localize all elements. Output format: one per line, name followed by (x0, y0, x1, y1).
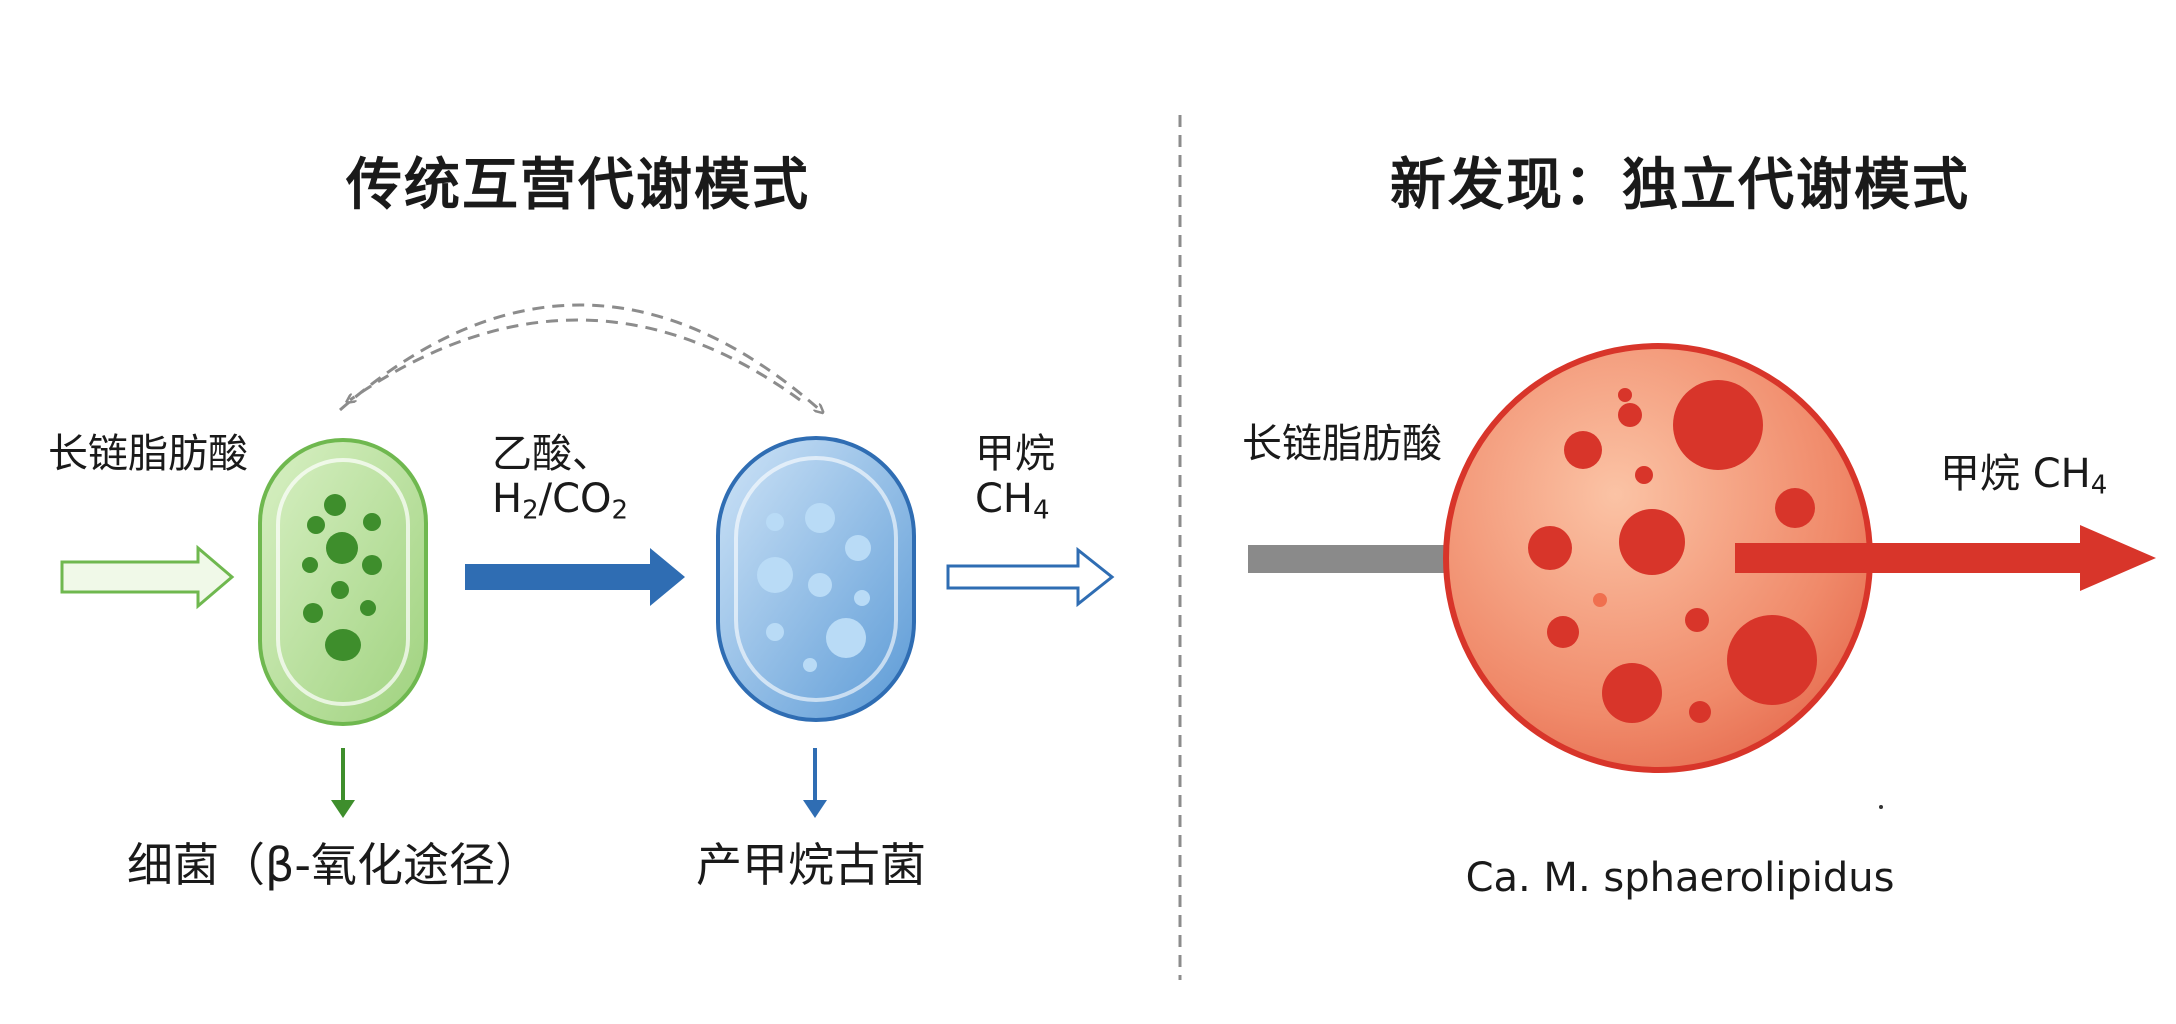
output-line1: 甲烷 (975, 431, 1055, 477)
intermediate-line1: 乙酸、 (492, 431, 612, 477)
speck (1879, 805, 1883, 809)
archaea-label: 产甲烷古菌 (696, 838, 926, 892)
intermediate-line2: H2/CO2 (492, 475, 629, 526)
bacteria-down-arrow (331, 748, 355, 818)
archaea-cell (716, 436, 916, 722)
right-output-label: 甲烷 CH4 (1940, 451, 2108, 501)
organism-label: Ca. M. sphaerolipidus (1465, 855, 1895, 901)
fatty-acid-input-bar (1248, 545, 1473, 573)
methane-output-arrow (946, 546, 1115, 608)
right-panel-title: 新发现：独立代谢模式 (1390, 153, 1970, 218)
left-input-label: 长链脂肪酸 (48, 431, 248, 477)
fatty-acid-input-arrow (60, 544, 235, 610)
intermediate-label: 乙酸、 H2/CO2 (492, 432, 628, 525)
exchange-arc-outer (339, 303, 820, 410)
sphaerolipidus-cell (1443, 343, 1873, 773)
left-panel-title: 传统互营代谢模式 (346, 153, 810, 218)
intermediate-transfer-arrow (465, 548, 685, 606)
methane-output-red-arrow (1735, 525, 2156, 591)
output-line2: CH4 (975, 475, 1050, 526)
bacteria-cell (258, 438, 428, 726)
archaea-down-arrow (803, 748, 827, 818)
bacteria-label: 细菌（β-氧化途径） (127, 838, 541, 892)
left-output-label: 甲烷 CH4 (975, 432, 1055, 525)
right-input-label: 长链脂肪酸 (1242, 421, 1442, 467)
exchange-arc-inner (350, 318, 801, 400)
